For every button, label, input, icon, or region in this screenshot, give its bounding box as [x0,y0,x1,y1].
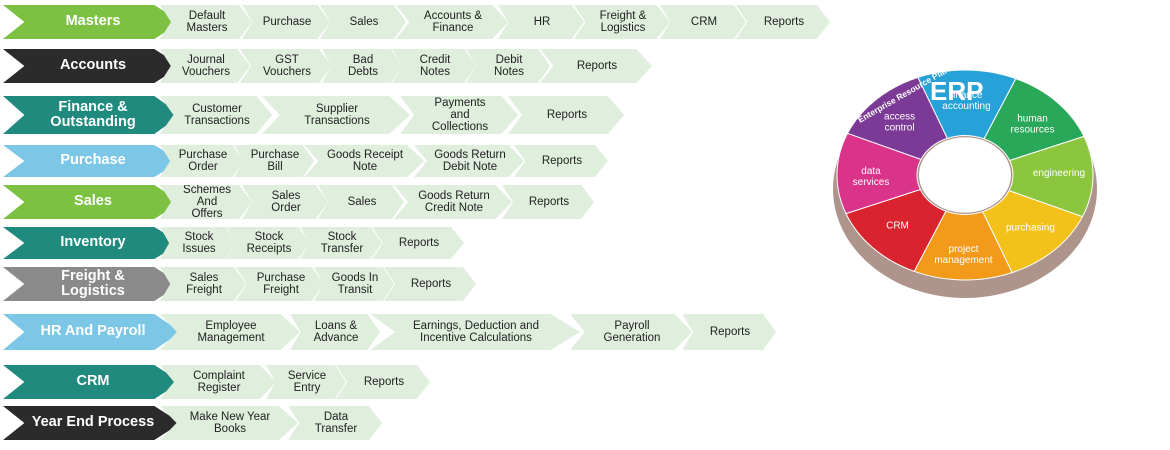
sub-module-step: Reports [540,49,652,83]
sub-module-step: Make New Year Books [160,406,298,440]
module-header: Inventory [3,227,181,259]
sub-module-step: Freight & Logistics [574,5,670,39]
sub-module-step: Purchase Order [160,145,244,177]
sub-module-step: Stock Transfer [300,227,382,259]
sub-module-step: Reports [372,227,464,259]
wheel-segment [846,76,949,160]
sub-module-step: GST Vouchers [240,49,332,83]
sub-module-step: Purchase [242,5,330,39]
sub-module-step: Supplier Transactions [262,96,410,134]
module-header: Purchase [3,145,181,177]
sub-module-step: Earnings, Deduction and Incentive Calcul… [370,314,580,350]
sub-module-step: Debit Notes [466,49,550,83]
module-header: Freight & Logistics [3,267,181,301]
sub-module-step: Employee Management [160,314,300,350]
sub-module-step: Default Masters [160,5,252,39]
module-header: Masters [3,5,181,39]
sub-module-step: HR [498,5,584,39]
sub-module-step: Stock Issues [160,227,236,259]
sub-module-step: Credit Notes [392,49,476,83]
sub-module-step: Goods In Transit [314,267,394,301]
sub-module-step: Customer Transactions [160,96,272,134]
sub-module-step: Purchase Freight [236,267,324,301]
sub-module-step: Journal Vouchers [160,49,250,83]
sub-module-step: Complaint Register [160,365,276,399]
sub-module-step: Goods Return Debit Note [414,145,524,177]
sub-module-step: Goods Receipt Note [304,145,424,177]
wheel-center [919,137,1011,213]
module-header: Year End Process [3,406,181,440]
sub-module-step: Bad Debts [322,49,402,83]
sub-module-step: Reports [336,365,430,399]
sub-module-step: Reports [736,5,830,39]
erp-title: ERP [930,76,983,106]
sub-module-step: Sales Order [242,185,328,219]
module-header: CRM [3,365,181,399]
module-header: Accounts [3,49,181,83]
module-header: Finance & Outstanding [3,96,181,134]
wheel-segment-label: engineering [1033,168,1085,179]
sub-module-step: Purchase Bill [234,145,314,177]
sub-module-step: Sales [320,5,406,39]
sub-module-step: Stock Receipts [226,227,310,259]
sub-module-step: Service Entry [266,365,346,399]
sub-module-step: Reports [682,314,776,350]
sub-module-step: Sales [318,185,404,219]
sub-module-step: Data Transfer [288,406,382,440]
sub-module-step: Reports [502,185,594,219]
sub-module-step: Payroll Generation [570,314,692,350]
module-header: HR And Payroll [3,314,181,350]
sub-module-step: Accounts & Finance [396,5,508,39]
sub-module-step: Reports [384,267,476,301]
sub-module-step: Goods Return Credit Note [394,185,512,219]
sub-module-step: Reports [514,145,608,177]
sub-module-step: Loans & Advance [290,314,380,350]
sub-module-step: Payments and Collections [400,96,518,134]
sub-module-step: Sales Freight [160,267,246,301]
wheel-segment-label: purchasing [1006,222,1055,233]
wheel-segment-label: CRM [886,221,909,232]
module-header: Sales [3,185,181,219]
sub-module-step: CRM [660,5,746,39]
sub-module-step: Reports [508,96,624,134]
sub-module-step: Schemes And Offers [160,185,252,219]
